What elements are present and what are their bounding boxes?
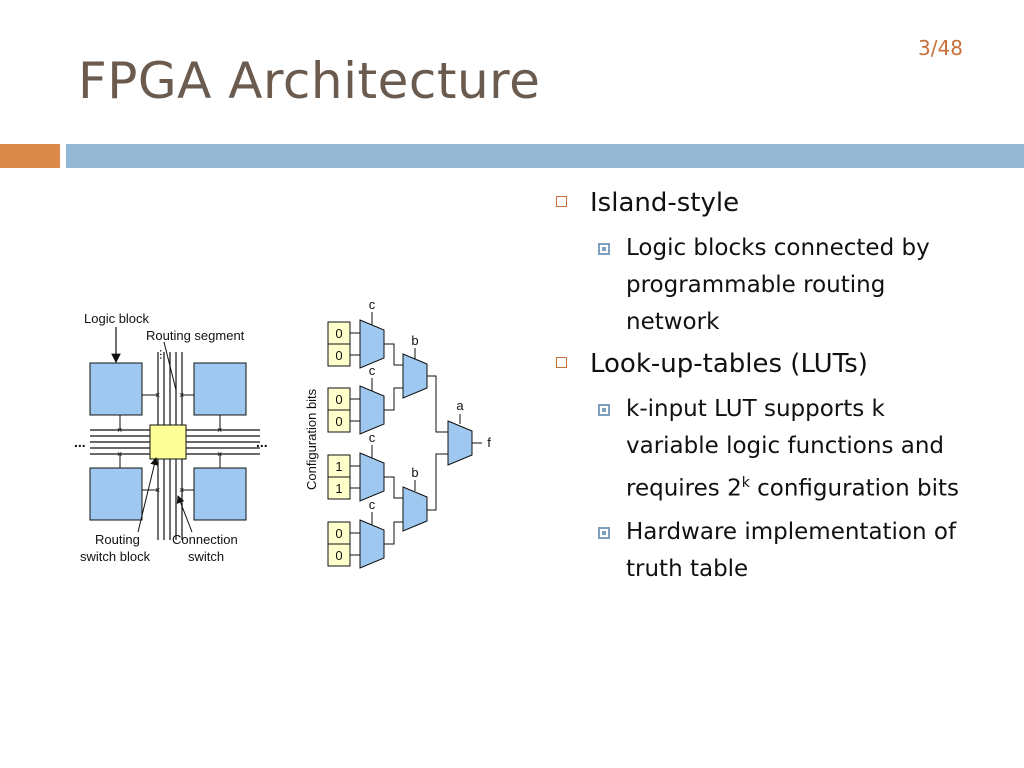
config-bit-values: 0 0 0 0 1 1 0 0	[335, 326, 342, 563]
sub-bullet-k-input-lut: k-input LUT supports k variable logic fu…	[596, 391, 982, 508]
sub-bullet-text-post: configuration bits	[749, 475, 959, 502]
logic-block-top-left	[89, 362, 143, 416]
ellipsis-right: ...	[256, 434, 268, 450]
square-bullet-icon	[556, 196, 567, 207]
mux-final	[447, 420, 473, 466]
filled-square-bullet-icon	[598, 243, 610, 255]
superscript-k: k	[741, 475, 750, 491]
mux-stage1	[359, 385, 385, 435]
logic-block-bottom-left	[89, 467, 143, 521]
sub-bullet-text: Hardware implementation of truth table	[626, 518, 957, 582]
fpga-architecture-diagram: × × × × × × × × ... ... ... Logic block Rout…	[74, 297, 491, 569]
ellipsis-left: ...	[74, 434, 86, 450]
bullet-list: Island-style Logic blocks connected by p…	[552, 186, 982, 594]
label-connection-line1: Connection	[172, 532, 238, 547]
bullet-island-style: Island-style	[552, 186, 982, 220]
svg-text:×: ×	[179, 485, 184, 495]
config-bit-value: 0	[335, 526, 342, 541]
page-number: 3/48	[918, 36, 963, 60]
square-bullet-icon	[556, 357, 567, 368]
routing-switch-block	[149, 424, 187, 460]
island-fpga: × × × × × × × × ... ... ... Logic block Rout…	[74, 311, 268, 564]
config-bit-value: 1	[335, 481, 342, 496]
select-label-a: a	[456, 398, 464, 413]
select-label-c: c	[369, 430, 376, 445]
config-bit-value: 0	[335, 326, 342, 341]
lut-diagram: Configuration bits 0 0 0 0 1 1 0 0	[304, 297, 491, 569]
pointer-routing-segment	[163, 341, 177, 391]
arrow-routing-switch	[137, 457, 159, 533]
select-labels: c c c c b b a f	[369, 297, 491, 512]
header-accent-blue	[66, 144, 1024, 168]
svg-text:×: ×	[117, 425, 122, 435]
select-label-b: b	[411, 465, 418, 480]
config-bit-value: 1	[335, 459, 342, 474]
mux-stage1	[359, 519, 385, 569]
label-routing-line2: switch block	[80, 549, 151, 564]
svg-text:×: ×	[179, 390, 184, 400]
connection-stubs	[119, 394, 221, 491]
config-bit-value: 0	[335, 348, 342, 363]
sub-bullet-text-pre: k-input LUT supports k variable logic fu…	[626, 396, 945, 502]
mux-stage1	[359, 319, 385, 369]
svg-text:×: ×	[217, 449, 222, 459]
logic-block-top-right	[193, 362, 247, 416]
bullet-text: Island-style	[590, 188, 740, 218]
sub-bullet-hardware: Hardware implementation of truth table	[596, 514, 982, 588]
lut-wires	[350, 312, 482, 556]
config-bit-value: 0	[335, 414, 342, 429]
bullet-luts: Look-up-tables (LUTs)	[552, 347, 982, 381]
config-bit-value: 0	[335, 392, 342, 407]
svg-text:×: ×	[117, 449, 122, 459]
mux-stage2	[402, 353, 428, 399]
svg-text:×: ×	[217, 425, 222, 435]
sub-bullet-text: Logic blocks connected by programmable r…	[626, 235, 930, 335]
output-label-f: f	[487, 435, 491, 450]
label-connection-line2: switch	[188, 549, 224, 564]
select-label-c: c	[369, 297, 376, 312]
label-routing-line1: Routing	[95, 532, 140, 547]
arrow-connection-switch	[176, 495, 193, 533]
config-bit-value: 0	[335, 548, 342, 563]
filled-square-bullet-icon	[598, 404, 610, 416]
bullet-text: Look-up-tables (LUTs)	[590, 349, 868, 379]
sub-bullet-logic-blocks: Logic blocks connected by programmable r…	[596, 230, 982, 341]
label-logic-block: Logic block	[84, 311, 150, 326]
logic-block-bottom-right	[193, 467, 247, 521]
multiplexers	[359, 319, 473, 569]
slide-title: FPGA Architecture	[78, 52, 541, 110]
svg-text:×: ×	[155, 390, 160, 400]
select-label-b: b	[411, 333, 418, 348]
label-routing-segment: Routing segment	[146, 328, 245, 343]
label-configuration-bits: Configuration bits	[304, 388, 319, 490]
select-label-c: c	[369, 363, 376, 378]
header-accent-orange	[0, 144, 60, 168]
mux-stage2	[402, 486, 428, 532]
select-label-c: c	[369, 497, 376, 512]
ellipsis-top: ...	[157, 349, 172, 360]
filled-square-bullet-icon	[598, 526, 610, 539]
connection-switch-marks: × × × × × × × ×	[117, 390, 222, 495]
mux-stage1	[359, 452, 385, 502]
svg-text:×: ×	[155, 485, 160, 495]
